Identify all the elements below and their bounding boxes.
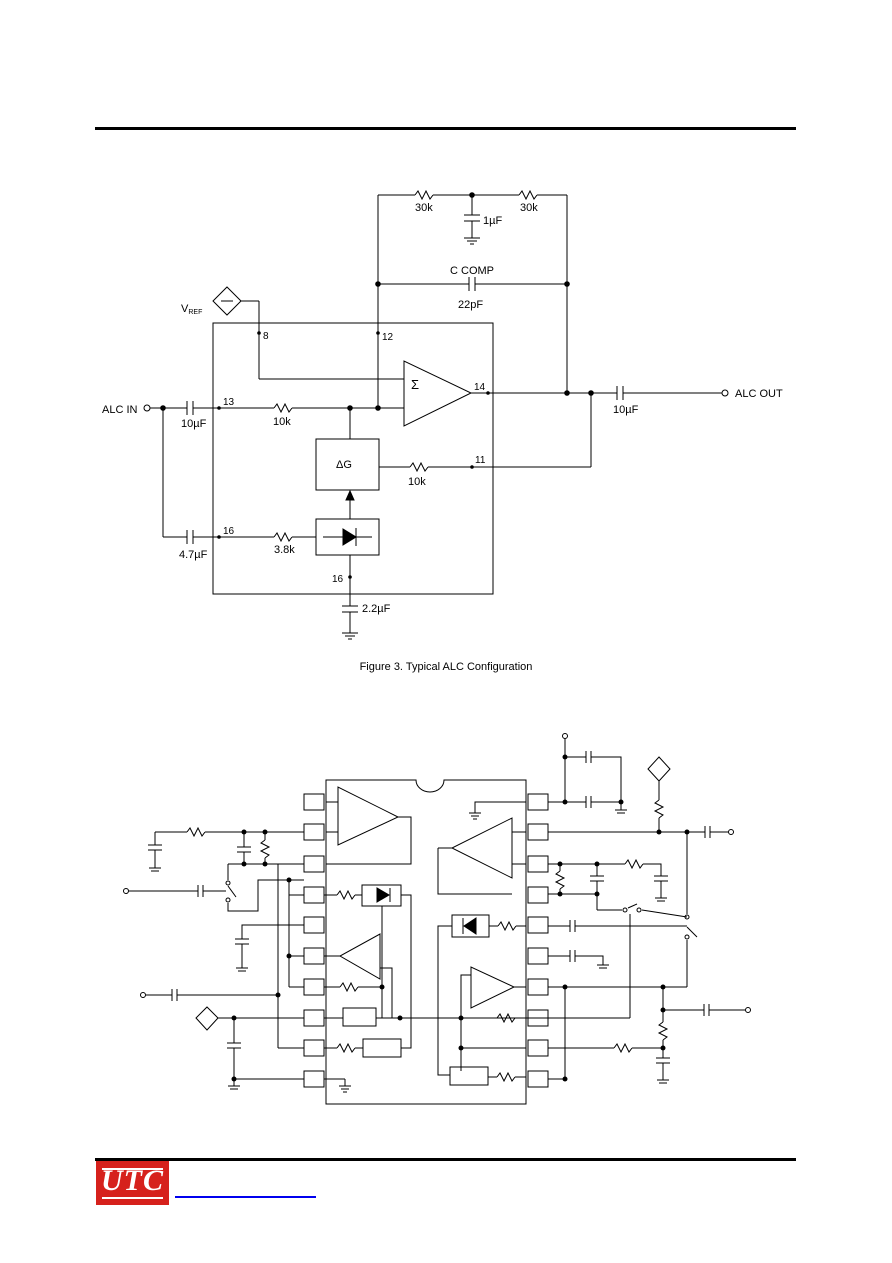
- label-c-pin16: 2.2µF: [362, 603, 391, 615]
- pin-8-label: 8: [263, 331, 269, 342]
- utc-logo: UTC: [96, 1161, 169, 1205]
- label-c-in-bottom: 4.7µF: [179, 549, 208, 561]
- label-c-comp-value: 22pF: [458, 299, 483, 311]
- label-r-in-top: 10k: [273, 416, 291, 428]
- label-c-fb-mid: 1µF: [483, 215, 502, 227]
- label-r-dg: 10k: [408, 476, 426, 488]
- label-r-rect: 3.8k: [274, 544, 295, 556]
- ic-package-outline: [325, 779, 527, 1105]
- footer-rule: [95, 1158, 796, 1161]
- rectifier-diode-icon: [342, 528, 357, 546]
- label-vref: VREF: [181, 303, 202, 316]
- summer-amplifier-symbol: [403, 360, 473, 427]
- arrow-up-icon: [345, 489, 355, 501]
- gain-block-label: ΔG: [336, 459, 352, 471]
- pin-16-lower-label: 16: [332, 574, 344, 585]
- pin-14-label: 14: [474, 382, 486, 393]
- rectifier-block: [315, 518, 380, 556]
- alc-in-label: ALC IN: [102, 404, 138, 416]
- pin-13-label: 13: [223, 397, 235, 408]
- figure-3-caption: Figure 3. Typical ALC Configuration: [359, 661, 533, 673]
- pin-11-label: 11: [475, 455, 486, 466]
- label-r-fb-right: 30k: [520, 202, 538, 214]
- footer-link-underline[interactable]: [175, 1196, 316, 1198]
- ic-outline: [212, 322, 494, 595]
- label-c-comp: C COMP: [450, 265, 494, 277]
- application-schematic: [123, 733, 751, 1105]
- summer-symbol-label: Σ: [411, 377, 419, 392]
- header-rule: [95, 127, 796, 130]
- gain-block: [315, 438, 380, 491]
- pin-12-label: 12: [382, 332, 394, 343]
- alc-out-label: ALC OUT: [735, 388, 783, 400]
- label-c-out: 10µF: [613, 404, 639, 416]
- label-r-fb-left: 30k: [415, 202, 433, 214]
- pin-16-label: 16: [223, 526, 235, 537]
- label-c-in-top: 10µF: [181, 418, 207, 430]
- vref-diamond-symbol: [212, 286, 242, 316]
